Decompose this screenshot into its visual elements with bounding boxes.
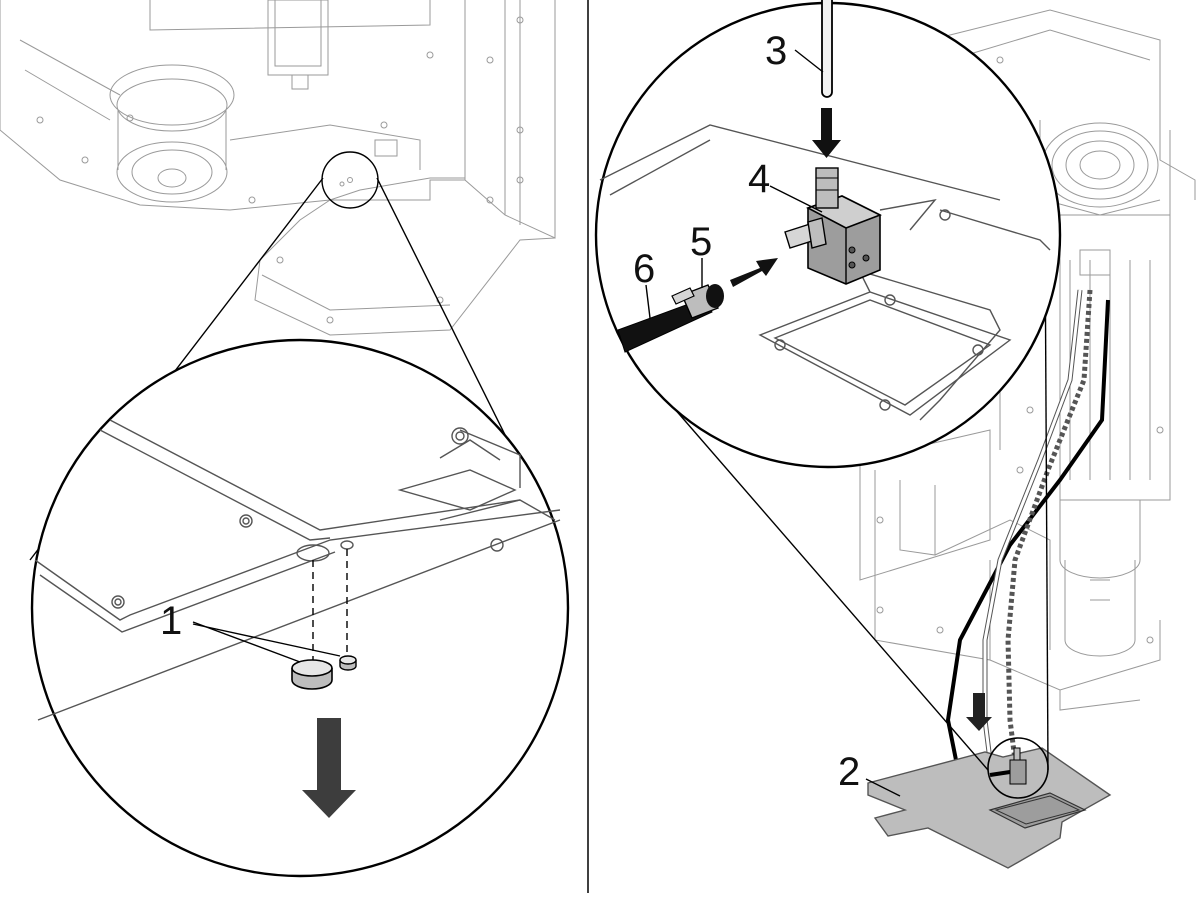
right-panel: 3 4 5 6 2 [594, 0, 1196, 869]
valve-block [784, 167, 882, 285]
plug-small [339, 655, 357, 671]
down-arrow-left [302, 718, 356, 818]
left-panel: 1 [0, 0, 570, 878]
callout-5: 5 [690, 220, 712, 264]
callout-1: 1 [160, 599, 182, 643]
arrow-into-valve [812, 108, 841, 158]
arrow-to-fitting [730, 258, 778, 287]
callout-6: 6 [633, 247, 655, 291]
base-plate [867, 747, 1112, 869]
callout-4: 4 [748, 157, 770, 201]
callout-2: 2 [838, 750, 860, 794]
hose-clamp [671, 284, 724, 319]
plug-large [291, 659, 333, 690]
detail-circle-left: 1 [30, 338, 570, 878]
detail-circle-right: 3 4 5 6 [594, 0, 1062, 469]
machine-housing-left [0, 0, 556, 336]
down-arrow-right [966, 693, 992, 731]
hose-3 [821, 0, 833, 98]
callout-3: 3 [765, 29, 787, 73]
valve-small [989, 747, 1027, 785]
